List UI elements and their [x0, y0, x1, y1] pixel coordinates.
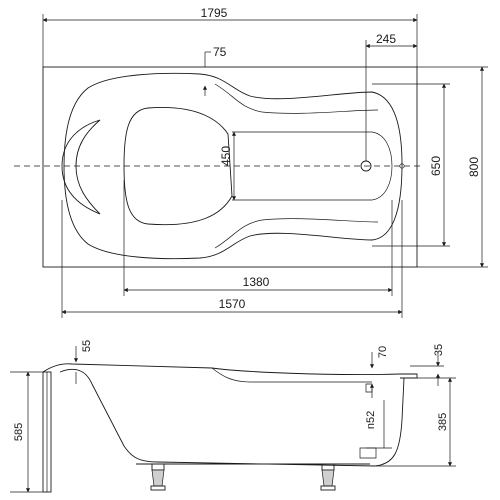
dim-inner-depth-span: 650: [429, 156, 443, 176]
dim-drain-diameter: n52: [365, 411, 377, 429]
inner-tub-outline: [63, 72, 403, 260]
side-view: 55 70 35 n52 385 585: [10, 340, 456, 493]
headrest-curve: [61, 119, 101, 215]
dim-rim-height: 35: [433, 344, 445, 356]
tub-bottom-panel: [123, 106, 233, 226]
foot-left: [150, 463, 166, 491]
dim-rim-profile: 55: [81, 340, 93, 352]
inner-shoulder-top: [214, 83, 379, 114]
dim-total-height: 585: [13, 423, 25, 441]
dim-rim-width: 75: [213, 45, 227, 59]
dim-overflow-height: 70: [377, 346, 389, 358]
dim-mid-length: 1570: [219, 297, 246, 311]
dim-overall-width: 800: [467, 157, 481, 177]
rim-top-line: [42, 363, 418, 379]
inner-shoulder-bottom: [214, 218, 379, 249]
drain-pipe: [359, 447, 377, 459]
dim-inner-width: 450: [219, 146, 233, 166]
dim-basin-depth: 385: [437, 413, 449, 431]
top-view: 1795 245 75 450 650 800 1380 1570: [14, 6, 488, 318]
overflow-fitting: [365, 383, 373, 393]
tub-inner-line: [211, 367, 372, 383]
overflow-icon: [399, 163, 405, 169]
tub-bottom-floor: [232, 131, 393, 201]
tub-body-outline: [59, 368, 405, 467]
foot-right: [320, 463, 336, 491]
outer-rim-outline: [42, 66, 418, 268]
dim-overall-length: 1795: [201, 6, 228, 20]
dim-drain-offset: 245: [376, 32, 396, 46]
dim-inner-length: 1380: [243, 275, 270, 289]
